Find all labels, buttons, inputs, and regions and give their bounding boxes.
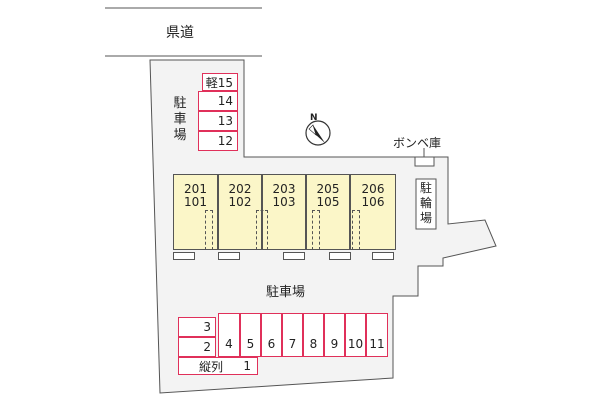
unit-upper-number: 202 bbox=[228, 182, 252, 196]
parking-slot-2: 2 bbox=[178, 337, 216, 357]
unit-lower-number: 101 bbox=[184, 195, 207, 209]
parking-top-label: 駐 車 場 bbox=[172, 96, 188, 144]
entrance-step bbox=[329, 252, 351, 260]
parking-slot-11: 11 bbox=[366, 313, 388, 357]
parking-slot-7: 7 bbox=[282, 313, 303, 357]
bicycle-parking-label-char-2: 輪 bbox=[419, 196, 432, 210]
parking-slot-8: 8 bbox=[303, 313, 324, 357]
entrance-step bbox=[372, 252, 394, 260]
stair-mark bbox=[205, 210, 213, 250]
compass-label: N bbox=[310, 113, 318, 123]
unit-upper-number: 206 bbox=[361, 182, 385, 196]
parking-top-label-char-3: 場 bbox=[173, 128, 187, 143]
parking-slot-14: 14 bbox=[198, 91, 238, 111]
entrance-step bbox=[218, 252, 240, 260]
parking-slot-15: 軽15 bbox=[202, 73, 238, 91]
gas-storage-box bbox=[414, 156, 435, 167]
parking-slot-12: 12 bbox=[198, 131, 238, 151]
parking-slot-4: 4 bbox=[218, 313, 240, 357]
parking-slot-9: 9 bbox=[324, 313, 345, 357]
parking-slot-3: 3 bbox=[178, 317, 216, 337]
parking-top-label-char-1: 駐 bbox=[173, 96, 187, 111]
parking-slot-5: 5 bbox=[240, 313, 261, 357]
parking-top-label-char-2: 車 bbox=[173, 112, 187, 127]
gas-storage-label: ボンベ庫 bbox=[393, 136, 442, 150]
bicycle-parking-label-char-1: 駐 bbox=[419, 181, 432, 195]
road-label: 県道 bbox=[166, 25, 194, 41]
unit-upper-number: 203 bbox=[272, 182, 296, 196]
unit-lower-number: 106 bbox=[361, 195, 385, 209]
parking-slot-1: 縦列 1 bbox=[178, 357, 258, 375]
stair-mark bbox=[312, 210, 320, 250]
unit-206-106: 206 106 bbox=[350, 174, 396, 250]
entrance-step bbox=[173, 252, 195, 260]
parking-slot-1-number: 1 bbox=[243, 359, 251, 373]
unit-upper-number: 201 bbox=[184, 182, 207, 196]
parking-slot-6: 6 bbox=[261, 313, 282, 357]
unit-lower-number: 102 bbox=[228, 195, 252, 209]
unit-lower-number: 103 bbox=[272, 195, 296, 209]
bicycle-parking-box bbox=[415, 178, 437, 230]
bicycle-parking-label: 駐 輪 場 bbox=[418, 181, 434, 226]
unit-lower-number: 105 bbox=[316, 195, 340, 209]
entrance-step bbox=[283, 252, 305, 260]
stair-mark bbox=[256, 210, 268, 250]
parking-slot-10: 10 bbox=[345, 313, 366, 357]
parking-slot-13: 13 bbox=[198, 111, 238, 131]
unit-202-102: 202 102 bbox=[218, 174, 262, 250]
unit-205-105: 205 105 bbox=[306, 174, 350, 250]
bicycle-parking-label-char-3: 場 bbox=[419, 211, 432, 225]
unit-201-101: 201 101 bbox=[173, 174, 218, 250]
unit-203-103: 203 103 bbox=[262, 174, 306, 250]
compass-icon bbox=[305, 120, 331, 146]
stair-mark bbox=[352, 210, 360, 250]
parking-slot-1-label: 縦列 bbox=[199, 359, 224, 374]
unit-upper-number: 205 bbox=[316, 182, 340, 196]
parking-main-label: 駐車場 bbox=[266, 285, 306, 300]
